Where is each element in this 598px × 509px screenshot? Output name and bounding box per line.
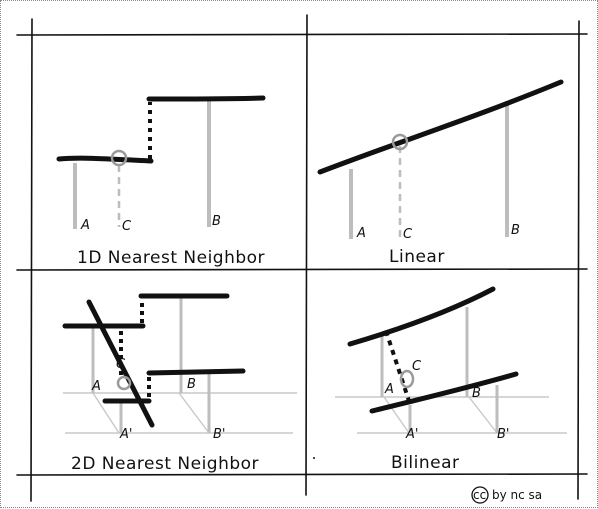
ground-grid xyxy=(63,392,297,434)
label-a-prime: A' xyxy=(119,427,132,442)
panel-linear: A C B Linear xyxy=(317,79,564,267)
panel-bilinear: A C B A' B' Bilinear xyxy=(335,286,567,473)
cc-symbol: cc xyxy=(473,488,486,502)
label-a: A xyxy=(384,382,394,397)
bottom-right-segment xyxy=(146,368,246,376)
bottom-linear-segment xyxy=(369,371,519,414)
sample-point-c xyxy=(399,369,415,389)
creative-commons-icon xyxy=(471,486,489,504)
license-credit: cc by nc sa xyxy=(471,486,542,504)
caption-1d-nearest-neighbor: 1D Nearest Neighbor xyxy=(77,248,265,268)
stray-dot xyxy=(313,457,315,459)
frame-middle-line xyxy=(16,268,588,271)
label-a: A xyxy=(91,379,101,394)
frame-top-line xyxy=(16,33,588,36)
sample-point-c xyxy=(110,149,128,167)
label-a: A xyxy=(356,226,366,241)
label-b-prime: B' xyxy=(497,427,510,442)
grid-line-left xyxy=(92,392,120,434)
sample-point-c xyxy=(116,375,132,391)
caption-2d-nearest-neighbor: 2D Nearest Neighbor xyxy=(71,454,259,474)
label-c: C xyxy=(403,227,413,242)
step-high-segment xyxy=(146,95,266,102)
grid-line-right xyxy=(178,392,210,434)
frame-bottom-line xyxy=(16,473,588,476)
nearest-boundary-slash xyxy=(86,299,155,428)
frame-left-line xyxy=(30,18,33,502)
sample-point-c xyxy=(391,133,409,151)
frame-center-line xyxy=(305,14,308,496)
label-b: B xyxy=(472,386,481,401)
frame-right-line xyxy=(577,20,580,500)
panel-1d-nearest-neighbor: A C B 1D Nearest Neighbor xyxy=(56,95,266,268)
label-b-prime: B' xyxy=(213,427,226,442)
label-c: C xyxy=(116,357,126,372)
label-a-prime: A' xyxy=(405,427,418,442)
label-a: A xyxy=(80,218,90,233)
label-c: C xyxy=(122,219,132,234)
label-b: B xyxy=(212,214,221,229)
credit-text: by nc sa xyxy=(492,488,542,502)
linear-segment xyxy=(317,79,564,175)
grid-line-right xyxy=(468,396,498,434)
step-low-segment xyxy=(56,155,154,164)
caption-bilinear: Bilinear xyxy=(391,453,459,473)
label-c: C xyxy=(412,359,422,374)
c-dashed-interpolation xyxy=(384,330,411,402)
caption-linear: Linear xyxy=(389,247,445,267)
grid-line-left xyxy=(383,396,410,434)
panel-frame xyxy=(16,14,588,502)
label-b: B xyxy=(511,223,520,238)
panel-2d-nearest-neighbor: A C B A' B' 2D Nearest Neighbor xyxy=(62,293,297,474)
top-linear-segment xyxy=(347,286,496,347)
ground-grid xyxy=(335,396,567,434)
label-b: B xyxy=(187,377,196,392)
